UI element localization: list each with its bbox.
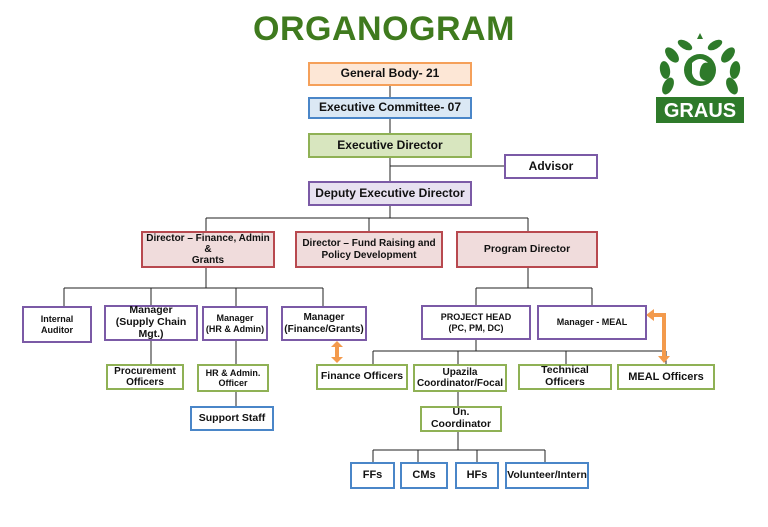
support-staff-box: Support Staff — [190, 406, 274, 431]
meal-officers-box: MEAL Officers — [617, 364, 715, 390]
manager-finance-grants-box: Manager (Finance/Grants) — [281, 306, 367, 341]
graus-logo: GRAUS — [656, 33, 744, 123]
procurement-officers-box: Procurement Officers — [106, 364, 184, 390]
project-head-box: PROJECT HEAD (PC, PM, DC) — [421, 305, 531, 340]
advisor-box: Advisor — [504, 154, 598, 179]
director-fund-raising-box: Director – Fund Raising and Policy Devel… — [295, 231, 443, 268]
internal-auditor-box: Internal Auditor — [22, 306, 92, 343]
hr-admin-officer-box: HR & Admin. Officer — [197, 364, 269, 392]
manager-meal-box: Manager - MEAL — [537, 305, 647, 340]
general-body-box: General Body- 21 — [308, 62, 472, 86]
logo-text: GRAUS — [664, 100, 736, 122]
upazila-coordinator-box: Upazila Coordinator/Focal — [413, 364, 507, 392]
volunteer-intern-box: Volunteer/Intern — [505, 462, 589, 489]
technical-officers-box: Technical Officers — [518, 364, 612, 390]
page-title: ORGANOGRAM — [253, 10, 515, 48]
executive-committee-box: Executive Committee- 07 — [308, 97, 472, 119]
hfs-box: HFs — [455, 462, 499, 489]
ffs-box: FFs — [350, 462, 395, 489]
executive-director-box: Executive Director — [308, 133, 472, 158]
finance-officers-box: Finance Officers — [316, 364, 408, 390]
manager-supply-chain-box: Manager (Supply Chain Mgt.) — [104, 304, 198, 341]
un-coordinator-box: Un. Coordinator — [420, 406, 502, 432]
director-finance-admin-grants-box: Director – Finance, Admin & Grants — [141, 231, 275, 268]
program-director-box: Program Director — [456, 231, 598, 268]
manager-hr-admin-box: Manager (HR & Admin) — [202, 306, 268, 341]
cms-box: CMs — [400, 462, 448, 489]
deputy-executive-director-box: Deputy Executive Director — [308, 181, 472, 206]
